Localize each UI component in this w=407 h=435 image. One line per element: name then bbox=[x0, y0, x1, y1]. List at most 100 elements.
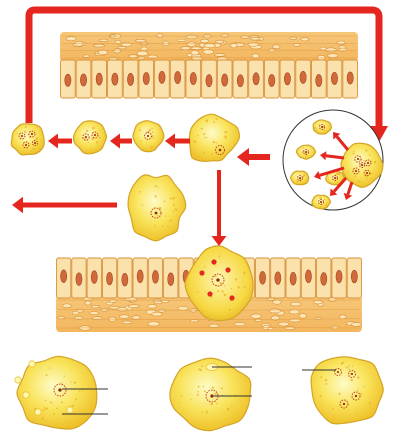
epithelial-nucleus bbox=[346, 71, 354, 85]
granule bbox=[206, 410, 209, 413]
cycle-return-arrow bbox=[25, 6, 388, 142]
nucleus-icon bbox=[150, 207, 162, 219]
granule bbox=[89, 148, 92, 151]
epithelial-nucleus bbox=[283, 72, 291, 86]
granule bbox=[190, 398, 192, 401]
epithelial-nucleus bbox=[158, 70, 166, 84]
granule bbox=[215, 264, 217, 267]
granule bbox=[215, 142, 218, 144]
granule bbox=[332, 407, 334, 410]
fiber-cell bbox=[200, 38, 210, 44]
epithelial-nucleus bbox=[75, 272, 83, 286]
nucleus-membrane bbox=[53, 383, 67, 397]
granule bbox=[223, 285, 226, 287]
nucleus-icon bbox=[364, 159, 372, 167]
granule bbox=[369, 154, 371, 156]
nucleolus bbox=[361, 164, 363, 166]
epithelial-nucleus bbox=[268, 74, 276, 87]
nucleus-membrane bbox=[91, 131, 99, 139]
granule bbox=[200, 127, 203, 130]
granule bbox=[212, 140, 216, 144]
granule bbox=[224, 135, 227, 138]
granule bbox=[151, 135, 155, 138]
granule bbox=[319, 196, 322, 200]
nucleolus bbox=[58, 388, 62, 392]
red-arrow-icon bbox=[165, 133, 190, 149]
red-granule bbox=[211, 259, 217, 265]
granule bbox=[167, 225, 169, 228]
vacuole bbox=[66, 406, 74, 414]
arrow-head bbox=[237, 148, 249, 166]
nucleus-icon bbox=[359, 162, 365, 168]
parasite-cell-icon bbox=[132, 120, 165, 153]
granule bbox=[353, 150, 355, 152]
fiber-cell bbox=[151, 311, 163, 317]
granule bbox=[210, 402, 213, 406]
granule bbox=[212, 120, 215, 123]
granule bbox=[354, 175, 357, 177]
granule bbox=[325, 382, 328, 385]
fiber-cell bbox=[247, 41, 259, 47]
granule bbox=[365, 175, 368, 178]
fiber-cell bbox=[208, 323, 220, 328]
red-granule bbox=[199, 270, 205, 276]
fiber-cell bbox=[156, 33, 164, 39]
nucleus-membrane bbox=[334, 368, 342, 376]
granule bbox=[161, 225, 164, 227]
cell-body bbox=[188, 113, 240, 162]
red-arrow-icon bbox=[211, 170, 227, 246]
granule bbox=[234, 278, 238, 281]
intestinal-epithelium-top bbox=[60, 32, 358, 99]
granule bbox=[180, 394, 183, 397]
granule bbox=[368, 402, 372, 405]
top-connective-layer bbox=[60, 32, 358, 62]
granule bbox=[46, 407, 49, 410]
granule bbox=[323, 129, 326, 132]
red-arrow-icon bbox=[370, 126, 388, 142]
granule bbox=[347, 171, 349, 173]
arrow-head bbox=[48, 133, 58, 149]
nucleus-icon bbox=[28, 130, 36, 138]
granule bbox=[164, 215, 167, 217]
epithelial-nucleus bbox=[95, 72, 103, 86]
parasite-cell-icon bbox=[16, 355, 98, 430]
granule bbox=[373, 160, 377, 164]
granule bbox=[243, 271, 246, 275]
epithelial-nucleus bbox=[315, 74, 323, 87]
nucleolus bbox=[366, 172, 368, 174]
red-arrow-icon bbox=[110, 133, 132, 149]
granule bbox=[201, 411, 203, 414]
granule bbox=[215, 118, 218, 121]
granule bbox=[228, 308, 232, 311]
nucleolus bbox=[94, 134, 96, 136]
granule bbox=[230, 287, 233, 290]
granule bbox=[219, 282, 222, 285]
granule bbox=[196, 393, 199, 396]
granule bbox=[41, 409, 43, 412]
red-arrow-icon bbox=[333, 132, 350, 151]
epithelial-nucleus bbox=[305, 269, 312, 284]
nucleus-membrane bbox=[363, 169, 371, 177]
arrow-head bbox=[343, 192, 353, 200]
fiber-cell bbox=[272, 44, 281, 50]
arrow-head bbox=[314, 170, 322, 180]
nucleus-membrane bbox=[352, 167, 360, 175]
granule bbox=[315, 128, 318, 131]
developing-stages-row bbox=[10, 113, 254, 322]
granule bbox=[24, 126, 27, 128]
cell-body bbox=[169, 357, 252, 432]
nucleus-membrane bbox=[354, 155, 362, 163]
granule bbox=[197, 134, 199, 137]
granule bbox=[205, 412, 208, 414]
vacuole bbox=[34, 408, 42, 416]
granule bbox=[44, 399, 47, 402]
fiber-cell bbox=[289, 301, 302, 307]
nucleolus bbox=[154, 211, 158, 215]
red-arrow-icon bbox=[237, 148, 270, 166]
granule bbox=[210, 296, 213, 299]
red-arrow-icon bbox=[314, 166, 345, 180]
granule bbox=[193, 140, 197, 143]
red-arrow-icon bbox=[330, 177, 348, 196]
granule bbox=[198, 368, 201, 371]
granule bbox=[158, 206, 162, 210]
